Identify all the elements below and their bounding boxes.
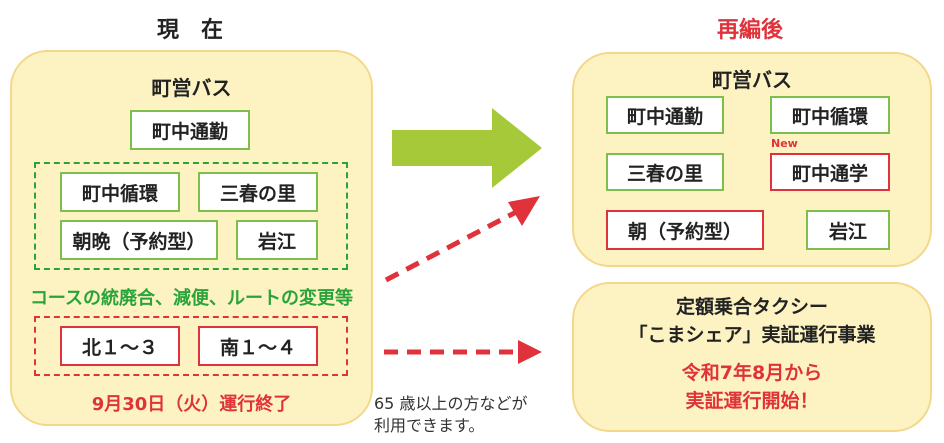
route-kita: 北１～３ (60, 326, 180, 366)
after-route-iwae: 岩江 (806, 210, 890, 250)
red-arrowhead-lower-icon (518, 340, 542, 364)
taxi-start-note: 実証運行開始！ (685, 390, 819, 412)
note-line-2: 利用できます。 (374, 416, 485, 435)
after-taxi-panel (572, 282, 932, 432)
red-arrowhead-upper-icon (508, 196, 540, 226)
route-minami: 南１～４ (198, 326, 318, 366)
red-dashed-arrow-upper (384, 207, 522, 283)
taxi-title: 定額乗合タクシー (675, 296, 828, 318)
after-route-machinaka-junkan: 町中循環 (770, 96, 890, 134)
after-route-asa-yoyaku: 朝（予約型） (606, 210, 764, 250)
heading-reorganized: 再編後 (716, 18, 783, 43)
taxi-start-date: 令和7年8月から (681, 362, 823, 384)
after-route-machinaka-tsugaku: 町中通学 (770, 153, 890, 191)
green-arrow-icon (392, 108, 542, 188)
arrows-layer (384, 108, 542, 364)
red-dashed-group (34, 316, 348, 376)
after-route-miharu-no-sato: 三春の里 (606, 153, 724, 191)
route-asaban-yoyaku: 朝晩（予約型） (60, 220, 218, 260)
heading-current: 現 在 (156, 18, 223, 43)
route-machinaka-junkan: 町中循環 (60, 172, 180, 212)
route-iwae: 岩江 (236, 220, 318, 260)
taxi-subtitle: 「こまシェア」実証運行事業 (628, 324, 876, 346)
note-line-1: 65 歳以上の方などが (374, 394, 528, 413)
current-panel-title: 町営バス (151, 76, 232, 100)
green-caption: コースの統廃合、減便、ルートの変更等 (29, 288, 354, 309)
route-miharu-no-sato: 三春の里 (198, 172, 318, 212)
new-badge: New (771, 137, 798, 150)
after-bus-title: 町営バス (712, 68, 792, 92)
green-dashed-group (34, 162, 348, 270)
after-route-machinaka-tsukin: 町中通勤 (606, 96, 724, 134)
end-caption: 9月30日（火）運行終了 (91, 394, 292, 415)
route-machinaka-tsukin: 町中通勤 (130, 110, 250, 150)
